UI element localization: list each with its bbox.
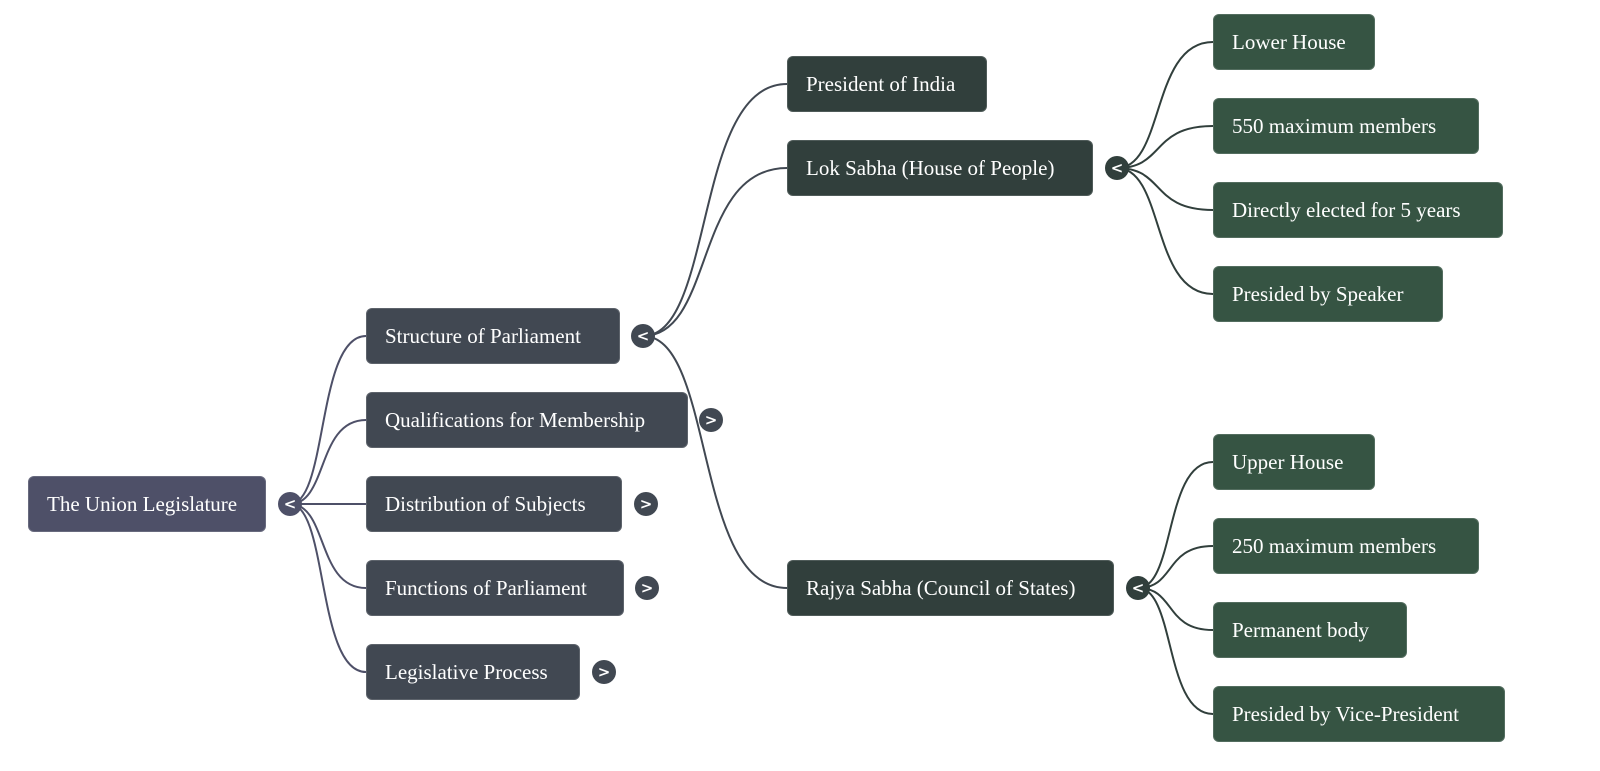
edge-root-topic-3 <box>289 503 367 589</box>
edge-lok-sabha-leaf-2 <box>1116 167 1214 211</box>
node-rajya-sabha[interactable]: Rajya Sabha (Council of States) <box>787 560 1114 616</box>
leaf-upper-house[interactable]: Upper House <box>1213 434 1375 490</box>
rajya-sabha-collapse-toggle[interactable]: < <box>1126 576 1150 600</box>
topic-qualifications[interactable]: Qualifications for Membership <box>366 392 688 448</box>
leaf-label: 250 maximum members <box>1232 534 1437 558</box>
leaf-label: 550 maximum members <box>1232 114 1437 138</box>
edge-structure-child-0 <box>642 83 788 337</box>
edge-structure-child-2 <box>642 335 788 589</box>
topic-structure-of-parliament[interactable]: Structure of Parliament <box>366 308 620 364</box>
topic-label: Structure of Parliament <box>385 324 581 348</box>
leaf-permanent-body[interactable]: Permanent body <box>1213 602 1407 658</box>
leaf-label: Permanent body <box>1232 618 1370 642</box>
leaf-lower-house[interactable]: Lower House <box>1213 14 1375 70</box>
chevron-right-icon: > <box>640 579 654 597</box>
leaf-550-members[interactable]: 550 maximum members <box>1213 98 1479 154</box>
node-label: Lok Sabha (House of People) <box>806 156 1055 180</box>
edge-rajya-sabha-leaf-2 <box>1137 587 1214 631</box>
functions-expand-toggle[interactable]: > <box>635 576 659 600</box>
topic-distribution-of-subjects[interactable]: Distribution of Subjects <box>366 476 622 532</box>
qualifications-expand-toggle[interactable]: > <box>699 408 723 432</box>
topic-functions-of-parliament[interactable]: Functions of Parliament <box>366 560 624 616</box>
structure-collapse-toggle[interactable]: < <box>631 324 655 348</box>
chevron-right-icon: > <box>704 411 718 429</box>
topic-label: Distribution of Subjects <box>385 492 586 516</box>
lok-sabha-collapse-toggle[interactable]: < <box>1105 156 1129 180</box>
leaf-label: Directly elected for 5 years <box>1232 198 1461 222</box>
leaf-presided-by-speaker[interactable]: Presided by Speaker <box>1213 266 1443 322</box>
topic-label: Legislative Process <box>385 660 548 684</box>
edge-rajya-sabha-leaf-1 <box>1137 545 1214 589</box>
root-collapse-toggle[interactable]: < <box>278 492 302 516</box>
leaf-directly-elected[interactable]: Directly elected for 5 years <box>1213 182 1503 238</box>
edge-lok-sabha-leaf-3 <box>1116 167 1214 295</box>
edge-lok-sabha-leaf-0 <box>1116 41 1214 169</box>
leaf-label: Presided by Vice-President <box>1232 702 1459 726</box>
distribution-expand-toggle[interactable]: > <box>634 492 658 516</box>
leaf-label: Upper House <box>1232 450 1344 474</box>
edge-root-topic-1 <box>289 419 367 505</box>
topic-legislative-process[interactable]: Legislative Process <box>366 644 580 700</box>
node-label: President of India <box>806 72 956 96</box>
edge-structure-child-1 <box>642 167 788 337</box>
root-node[interactable]: The Union Legislature <box>28 476 266 532</box>
chevron-left-icon: < <box>283 495 297 513</box>
edge-rajya-sabha-leaf-0 <box>1137 461 1214 589</box>
chevron-left-icon: < <box>636 327 650 345</box>
edge-root-topic-4 <box>289 503 367 673</box>
leaf-presided-by-vice-president[interactable]: Presided by Vice-President <box>1213 686 1505 742</box>
topic-label: Functions of Parliament <box>385 576 587 600</box>
chevron-right-icon: > <box>639 495 653 513</box>
edge-lok-sabha-leaf-1 <box>1116 125 1214 169</box>
node-president-of-india[interactable]: President of India <box>787 56 987 112</box>
chevron-left-icon: < <box>1131 579 1145 597</box>
node-lok-sabha[interactable]: Lok Sabha (House of People) <box>787 140 1093 196</box>
leaf-label: Presided by Speaker <box>1232 282 1404 306</box>
node-label: Rajya Sabha (Council of States) <box>806 576 1076 600</box>
leaf-250-members[interactable]: 250 maximum members <box>1213 518 1479 574</box>
edge-root-topic-0 <box>289 335 367 505</box>
chevron-right-icon: > <box>597 663 611 681</box>
edge-rajya-sabha-leaf-3 <box>1137 587 1214 715</box>
leaf-label: Lower House <box>1232 30 1346 54</box>
topic-label: Qualifications for Membership <box>385 408 646 432</box>
root-node-label: The Union Legislature <box>47 492 238 516</box>
chevron-left-icon: < <box>1110 159 1124 177</box>
legislative-expand-toggle[interactable]: > <box>592 660 616 684</box>
